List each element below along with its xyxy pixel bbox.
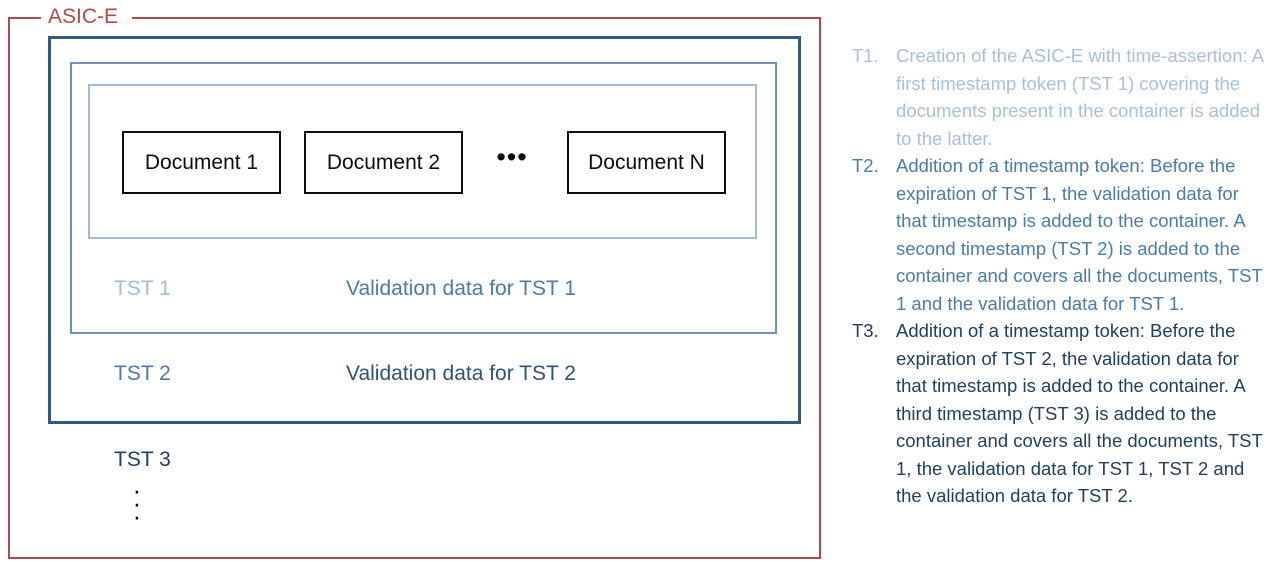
tst2-container-box — [48, 36, 801, 424]
vertical-ellipsis-dot-2: · — [132, 488, 142, 518]
step-text-t2: Addition of a timestamp token: Before th… — [896, 155, 1263, 314]
tst3-row: TST 3 — [114, 445, 634, 475]
asic-e-border-right — [819, 17, 821, 559]
step-item-t2: T2. Addition of a timestamp token: Befor… — [852, 152, 1272, 317]
document-card-2: Document 2 — [304, 131, 463, 194]
step-text-t1: Creation of the ASIC-E with time-asserti… — [896, 45, 1264, 149]
step-marker-t3: T3. — [852, 320, 879, 341]
step-marker-t1: T1. — [852, 45, 879, 66]
step-item-t1: T1. Creation of the ASIC-E with time-ass… — [852, 42, 1272, 152]
asic-e-container-label: ASIC-E — [48, 5, 119, 28]
step-item-t3: T3. Addition of a timestamp token: Befor… — [852, 317, 1272, 510]
vertical-ellipsis-dot-1: · — [132, 475, 142, 505]
step-marker-t2: T2. — [852, 155, 879, 176]
asic-e-border-top-left-stub — [8, 17, 41, 19]
step-text-t3: Addition of a timestamp token: Before th… — [896, 320, 1263, 506]
document-card-n: Document N — [567, 131, 726, 194]
timeline-step-list: T1. Creation of the ASIC-E with time-ass… — [852, 42, 1272, 510]
tst1-row: TST 1 Validation data for TST 1 — [114, 274, 634, 304]
document-card-1: Document 1 — [122, 131, 281, 194]
asic-e-border-top-right-run — [132, 17, 821, 19]
tst2-row: TST 2 Validation data for TST 2 — [114, 359, 634, 389]
documents-container-box — [88, 84, 757, 239]
tst1-token-label: TST 1 — [114, 277, 171, 300]
documents-ellipsis-icon: ••• — [496, 142, 528, 172]
tst3-token-label: TST 3 — [114, 448, 171, 471]
vertical-ellipsis-icon: · · · — [130, 475, 144, 531]
tst1-container-box — [70, 62, 777, 334]
asic-e-diagram: ASIC-E Document 1 Document 2 ••• Documen… — [8, 5, 821, 559]
vertical-ellipsis-dot-3: · — [132, 501, 142, 531]
asic-e-border-left — [8, 17, 10, 559]
tst2-validation-data-label: Validation data for TST 2 — [346, 362, 576, 385]
asic-e-border-bottom — [8, 557, 821, 559]
tst1-validation-data-label: Validation data for TST 1 — [346, 277, 576, 300]
tst2-token-label: TST 2 — [114, 362, 171, 385]
